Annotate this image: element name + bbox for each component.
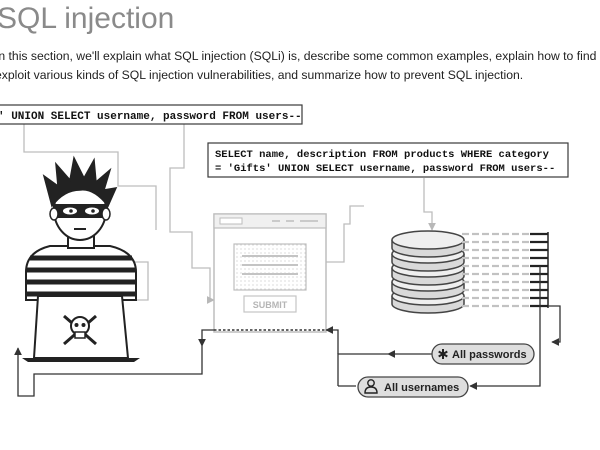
web-form-icon: SUBMIT bbox=[213, 213, 327, 333]
return-to-form-line bbox=[325, 326, 339, 354]
sql-query-box: SELECT name, description FROM products W… bbox=[207, 142, 569, 178]
database-to-passwords-line bbox=[548, 305, 561, 346]
payload-to-form-line bbox=[169, 124, 215, 304]
form-to-query-line bbox=[326, 205, 364, 263]
form-down-line bbox=[198, 329, 214, 347]
submit-button[interactable] bbox=[243, 295, 297, 313]
submit-button-label: SUBMIT bbox=[253, 300, 288, 310]
query-to-database-line bbox=[423, 178, 436, 231]
laptop-icon bbox=[22, 295, 140, 362]
laptop-connector-line bbox=[132, 261, 149, 301]
hacker-icon bbox=[25, 155, 137, 301]
return-to-hacker-line bbox=[14, 346, 203, 397]
data-table-rows bbox=[462, 232, 549, 308]
sql-query-line-2: = 'Gifts' UNION SELECT username, passwor… bbox=[215, 163, 555, 175]
intro-paragraph-line-1: In this section, we'll explain what SQL … bbox=[0, 49, 600, 63]
all-passwords-label: All passwords bbox=[452, 349, 527, 361]
asterisk-icon bbox=[438, 349, 448, 359]
intro-paragraph-line-2: exploit various kinds of SQL injection v… bbox=[0, 68, 524, 82]
database-to-usernames-line bbox=[469, 266, 541, 390]
payload-to-hacker-line bbox=[23, 124, 157, 230]
page-title: SQL injection bbox=[0, 2, 175, 35]
database-icon bbox=[391, 230, 465, 314]
payload-box: ' UNION SELECT username, password FROM u… bbox=[0, 104, 303, 125]
all-usernames-pill: All usernames bbox=[357, 376, 469, 398]
user-icon bbox=[364, 379, 378, 394]
response-connector-lines bbox=[14, 266, 561, 397]
all-passwords-pill: All passwords bbox=[431, 343, 535, 365]
skull-crossbones-icon bbox=[63, 314, 97, 346]
all-usernames-label: All usernames bbox=[384, 382, 459, 394]
payload-text: ' UNION SELECT username, password FROM u… bbox=[0, 111, 302, 123]
request-connector-lines bbox=[23, 124, 436, 304]
sql-query-line-1: SELECT name, description FROM products W… bbox=[215, 149, 550, 161]
